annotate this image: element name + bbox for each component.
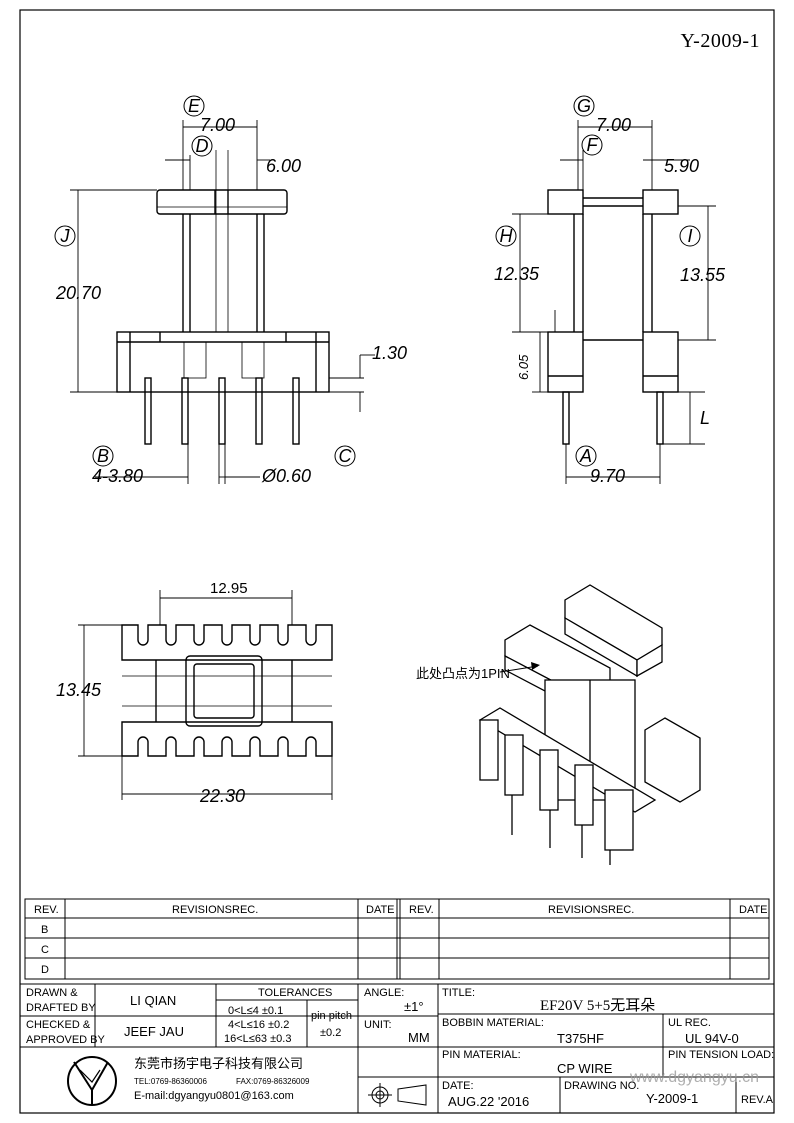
angle-label: ANGLE: [364, 987, 404, 999]
watermark: www.dgyangyu.cn [629, 1069, 759, 1086]
label-l: L [700, 408, 710, 428]
date-label: DATE: [442, 1080, 474, 1092]
iso-note: 此处凸点为1PIN [416, 666, 510, 681]
unit-value: MM [408, 1030, 430, 1045]
drawn-by: LI QIAN [130, 993, 176, 1008]
rec-header-right: REC. [608, 904, 634, 916]
title-block-text: DRAWN & DRAFTED BY LI QIAN CHECKED & APP… [26, 987, 774, 1109]
checked-label-1: CHECKED & [26, 1019, 91, 1031]
title-block [19, 983, 775, 1114]
company-logo [67, 1056, 117, 1106]
top-view-dimensions [78, 590, 333, 800]
front-view [116, 150, 330, 445]
label-c: C [339, 446, 353, 466]
label-h: H [500, 226, 514, 246]
ul-value: UL 94V-0 [685, 1031, 739, 1046]
rev-header-right: REV. [409, 904, 434, 916]
dim-front-pin-dia: Ø0.60 [261, 466, 311, 486]
dim-front-height: 20.70 [55, 283, 101, 303]
ul-label: UL REC. [668, 1017, 711, 1029]
side-view-dimensions [512, 120, 716, 484]
drawing-no-label: DRAWING NO. [564, 1080, 639, 1092]
title-value: EF20V 5+5无耳朵 [540, 997, 655, 1014]
front-view-labels: E D J B C 7.00 6.00 20.70 1.30 4-3.80 Ø0… [54, 95, 407, 486]
date-value: AUG.22 '2016 [448, 1094, 529, 1109]
drawn-label-1: DRAWN & [26, 987, 78, 999]
dim-side-right-h: 13.55 [680, 265, 726, 285]
dim-top-width: 22.30 [199, 786, 245, 806]
checked-label-2: APPROVED BY [26, 1034, 106, 1046]
unit-label: UNIT: [364, 1019, 392, 1031]
tol-3: 16<L≤63 ±0.3 [224, 1033, 291, 1045]
front-view-dimensions [70, 120, 375, 484]
revision-table [24, 898, 770, 980]
dim-side-left-h: 12.35 [494, 264, 540, 284]
date-header-right: DATE [739, 904, 768, 916]
company-email: E-mail:dgyangyu0801@163.com [134, 1090, 294, 1102]
bobbin-label: BOBBIN MATERIAL: [442, 1017, 544, 1029]
label-d: D [196, 136, 209, 156]
rec-header-left: REC. [232, 904, 258, 916]
dim-front-right: 6.00 [266, 156, 301, 176]
company-tel: TEL:0769-86360006 [134, 1077, 208, 1086]
checked-by: JEEF JAU [124, 1024, 184, 1039]
label-a: A [579, 446, 592, 466]
top-view-labels: 12.95 13.45 22.30 [56, 580, 248, 806]
drawing-no-value: Y-2009-1 [646, 1091, 698, 1106]
revisions-header-left: REVISIONS [172, 904, 232, 916]
pin-material-label: PIN MATERIAL: [442, 1049, 521, 1061]
label-j: J [60, 226, 71, 246]
label-g: G [577, 96, 591, 116]
rev-row-d: D [41, 964, 49, 976]
top-view [121, 624, 333, 757]
side-view-labels: G F H I A L 7.00 5.90 12.35 13.55 6.05 9… [494, 95, 726, 486]
company-name: 东莞市扬宇电子科技有限公司 [134, 1056, 303, 1071]
tolerances-label: TOLERANCES [258, 987, 332, 999]
rev-row-c: C [41, 944, 49, 956]
label-b: B [97, 446, 109, 466]
dim-front-pin-spacing: 4-3.80 [92, 466, 143, 486]
revisions-header-right: REVISIONS [548, 904, 608, 916]
label-f: F [587, 135, 599, 155]
dim-top-height: 13.45 [56, 680, 102, 700]
iso-view [478, 584, 701, 865]
angle-value: ±1° [404, 999, 424, 1014]
dim-side-top: 7.00 [596, 115, 631, 135]
bobbin-value: T375HF [557, 1031, 604, 1046]
company-fax: FAX:0769-86326009 [236, 1077, 310, 1086]
document-number: Y-2009-1 [680, 30, 760, 52]
dim-front-base: 1.30 [372, 343, 407, 363]
drawn-label-2: DRAFTED BY [26, 1002, 96, 1014]
tol-1: 0<L≤4 ±0.1 [228, 1005, 283, 1017]
rev-label: REV.A [741, 1094, 774, 1106]
side-view [547, 189, 679, 445]
dim-side-base: 6.05 [516, 354, 531, 380]
dim-front-top: 7.00 [200, 115, 235, 135]
dim-top-inner: 12.95 [210, 580, 248, 597]
dim-side-right: 5.90 [664, 156, 699, 176]
label-i: I [687, 226, 692, 246]
pin-pitch-value: ±0.2 [320, 1027, 341, 1039]
rev-header-left: REV. [34, 904, 59, 916]
dim-side-bottom: 9.70 [590, 466, 625, 486]
pin-tension-label: PIN TENSION LOAD: [668, 1049, 774, 1061]
pin-material-value: CP WIRE [557, 1061, 613, 1076]
iso-view-note: 此处凸点为1PIN [416, 662, 540, 681]
rev-row-b: B [41, 924, 48, 936]
revision-table-text: REV. REVISIONS REC. DATE REV. REVISIONS … [34, 904, 768, 976]
label-e: E [188, 96, 201, 116]
title-label: TITLE: [442, 987, 475, 999]
tol-2: 4<L≤16 ±0.2 [228, 1019, 289, 1031]
date-header-left: DATE [366, 904, 395, 916]
pin-pitch-label: pin pitch [311, 1010, 352, 1022]
